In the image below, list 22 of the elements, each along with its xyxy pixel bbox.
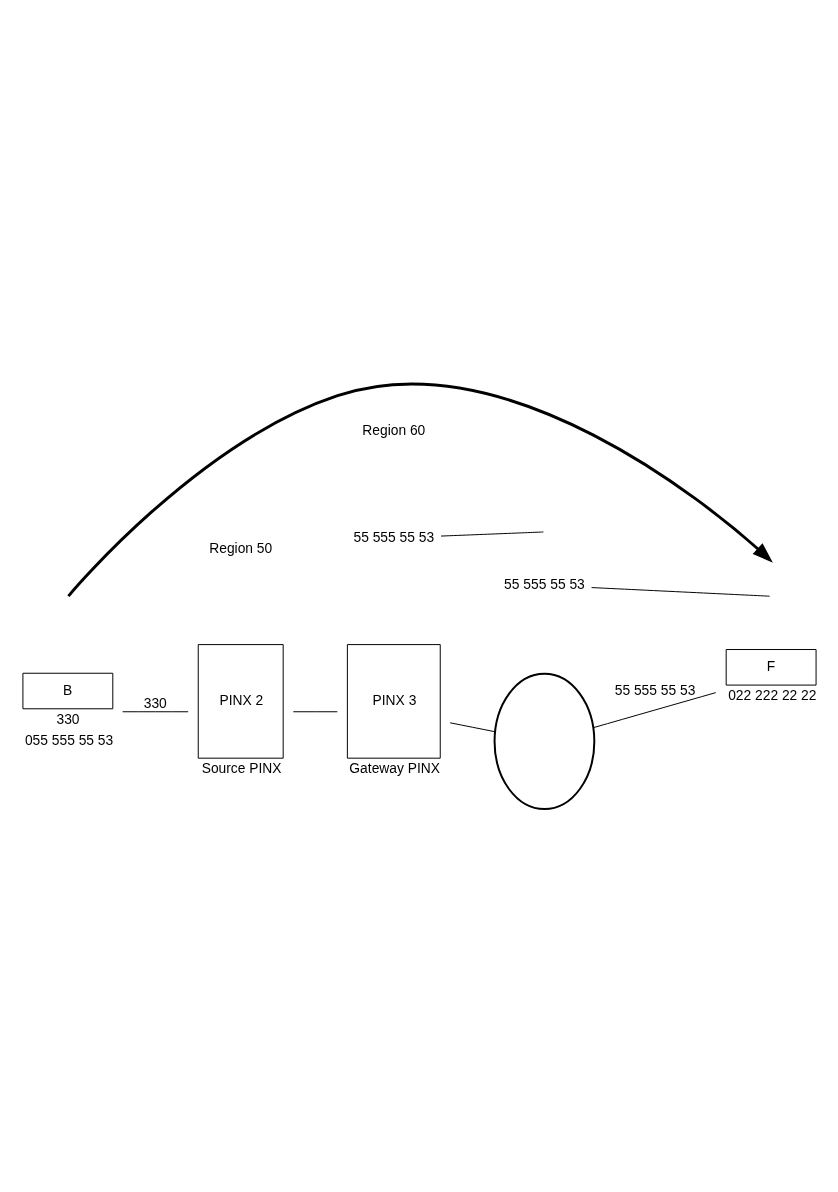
node-text: 55 555 55 53 bbox=[353, 528, 435, 545]
edge-label: 55 555 55 53 bbox=[614, 681, 696, 698]
node-label: 055 555 55 53 bbox=[24, 731, 114, 748]
node-label: 330 bbox=[56, 710, 80, 727]
connector bbox=[440, 531, 544, 537]
connector bbox=[591, 586, 771, 597]
connector bbox=[292, 710, 338, 712]
edge-label: 330 bbox=[143, 694, 167, 711]
connector bbox=[449, 721, 496, 732]
label: Region 50 bbox=[209, 539, 273, 556]
connector bbox=[593, 691, 717, 728]
node-label: Source PINX bbox=[201, 759, 282, 776]
label: Region 60 bbox=[362, 421, 426, 438]
node-label: Gateway PINX bbox=[349, 759, 440, 776]
node-box: PINX 3 bbox=[346, 643, 441, 759]
node-box: B bbox=[22, 672, 114, 709]
node-cloud bbox=[493, 672, 596, 810]
node-label: 022 222 22 22 bbox=[728, 686, 817, 703]
node-box: F bbox=[725, 648, 817, 686]
connector bbox=[122, 710, 189, 712]
node-text: 55 555 55 53 bbox=[504, 575, 585, 592]
node-box: PINX 2 bbox=[197, 643, 284, 759]
